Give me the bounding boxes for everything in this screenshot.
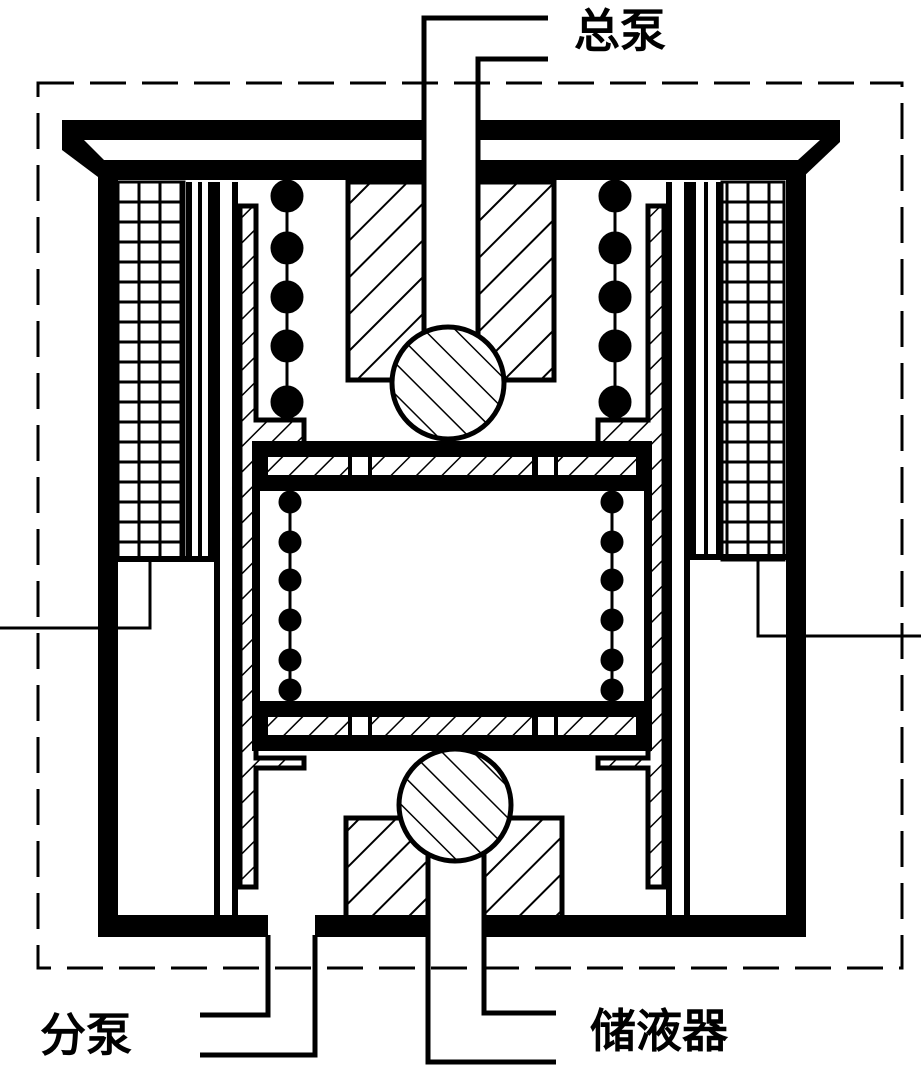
valve-plate-lower <box>252 701 652 751</box>
coil-right-lamination <box>690 182 722 560</box>
master-cylinder-pipe <box>421 15 548 182</box>
coil-left-lamination <box>186 182 214 560</box>
label-master-cylinder: 总泵 <box>574 4 666 58</box>
valve-plate-upper <box>252 441 652 491</box>
boundary-dashed <box>36 81 904 970</box>
coil-right <box>720 180 786 562</box>
springs-upper <box>270 179 632 420</box>
label-wheel-cylinder: 分泵 <box>40 1008 132 1062</box>
springs-lower <box>278 490 624 702</box>
valve-seat-upper-right <box>475 179 557 383</box>
label-reservoir: 储液器 <box>590 1004 728 1058</box>
left-terminal-lead <box>0 560 152 630</box>
right-terminal-lead <box>756 560 921 638</box>
reservoir-pipe <box>425 862 556 1065</box>
wheel-cylinder-pipe <box>200 935 318 1058</box>
coil-left <box>116 180 186 562</box>
housing <box>98 165 806 937</box>
